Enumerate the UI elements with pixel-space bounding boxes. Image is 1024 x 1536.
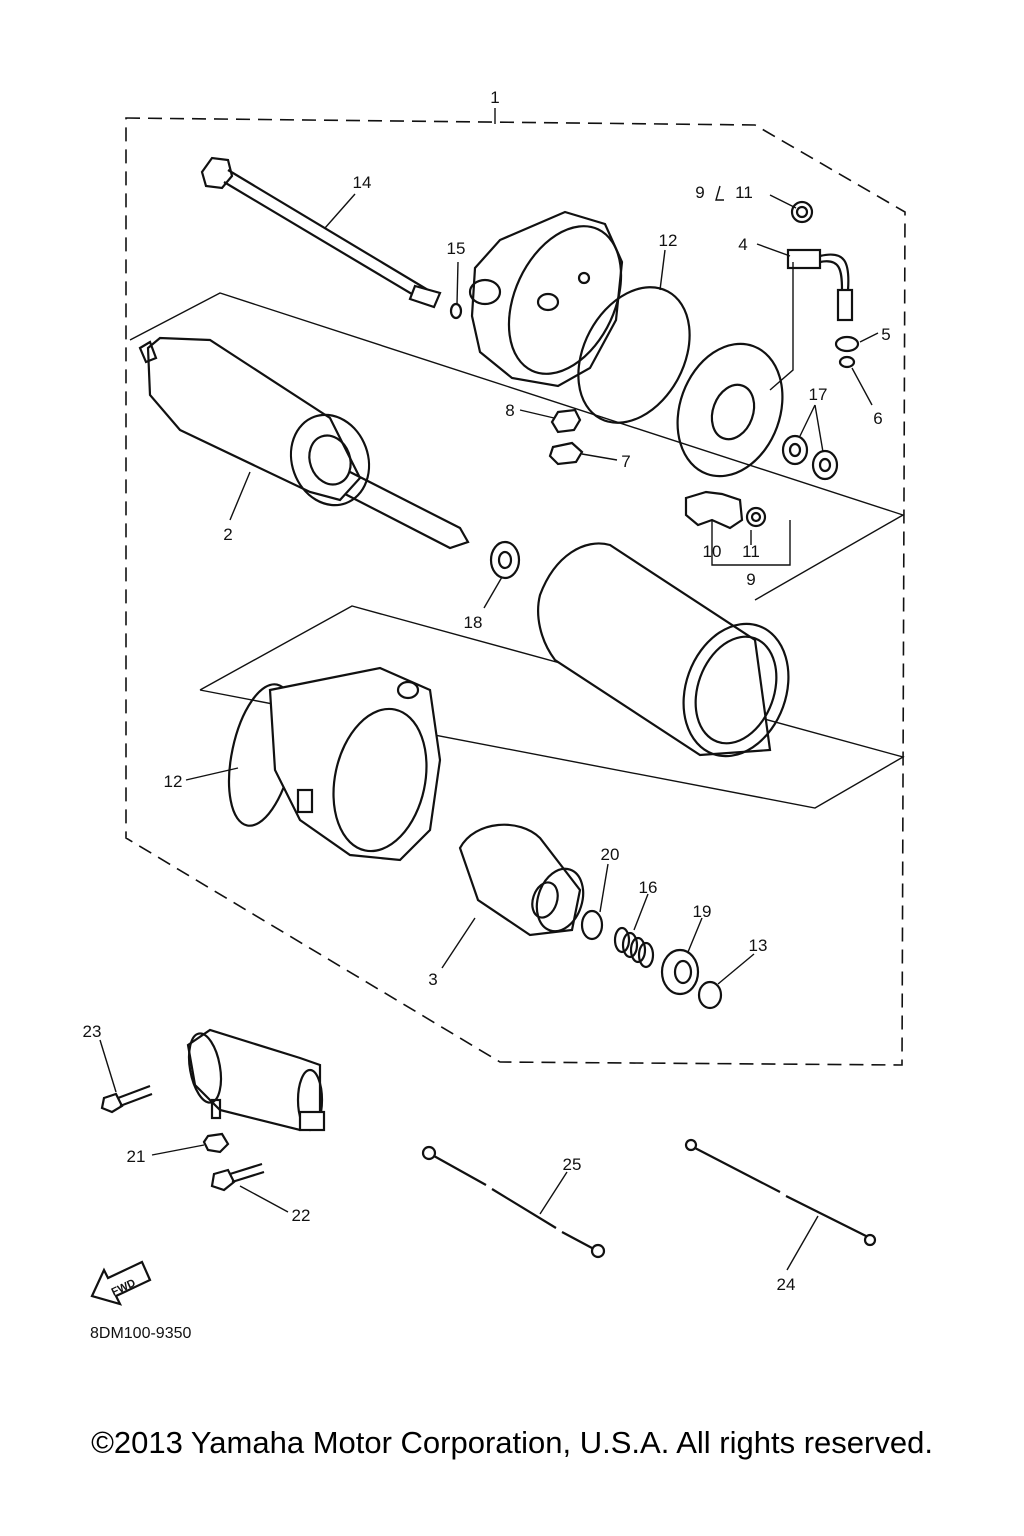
callout-8: 8 [505, 401, 514, 420]
starter-motor-assembly-view [186, 1028, 326, 1132]
assembly-boundary [125, 108, 906, 1066]
leader-lines [99, 185, 879, 1271]
callout-22: 22 [292, 1206, 311, 1225]
callout-24: 24 [777, 1275, 796, 1294]
part-15-o-ring [449, 302, 463, 320]
front-cover [227, 666, 442, 862]
callout-2: 2 [223, 525, 232, 544]
callout-12-upper: 12 [659, 231, 678, 250]
part-6-o-ring [838, 355, 856, 369]
callout-17: 17 [809, 385, 828, 404]
part-12-o-ring-upper [577, 286, 691, 424]
part-17-washers [781, 434, 839, 481]
callout-10: 10 [703, 542, 722, 561]
callout-9: 9 [746, 570, 755, 589]
part-22-bolt [210, 1162, 265, 1192]
part-18-washer [489, 540, 521, 580]
diagram-code: 8DM100-9350 [90, 1325, 192, 1342]
part-7-nut [548, 441, 584, 466]
callout-9-top: 9 [695, 183, 704, 202]
part-10-brush [684, 490, 744, 530]
callout-labels: 1 2 3 4 5 6 7 8 9 9 10 11 11 12 12 13 14… [83, 88, 891, 1294]
part-25-lead-wire [421, 1145, 606, 1259]
callout-15: 15 [447, 239, 466, 258]
reference-planes [129, 292, 905, 809]
part-19-collar [660, 948, 700, 996]
callout-19: 19 [693, 902, 712, 921]
callout-3: 3 [428, 970, 437, 989]
callout-13: 13 [749, 936, 768, 955]
callout-21: 21 [127, 1147, 146, 1166]
part-8-nut [550, 408, 582, 434]
part-23-bolt [100, 1084, 153, 1114]
callout-7: 7 [621, 452, 630, 471]
part-11-spring [745, 506, 767, 528]
callout-11-top: 11 [735, 183, 753, 202]
part-5-washer [834, 335, 860, 353]
part-24-lead-wire [684, 1138, 877, 1247]
callout-6: 6 [873, 409, 882, 428]
part-14-long-bolt [200, 156, 442, 309]
callout-1: 1 [490, 88, 499, 107]
callout-5: 5 [881, 325, 890, 344]
part-20-circlip [580, 909, 604, 941]
part-21-nut [202, 1132, 230, 1154]
part-16-spring [613, 926, 655, 969]
callout-14: 14 [353, 173, 372, 192]
callout-16: 16 [639, 878, 658, 897]
yoke-housing [537, 542, 790, 758]
callout-23: 23 [83, 1022, 102, 1041]
part-13-circlip [697, 980, 723, 1010]
part-11-spring-top [790, 200, 814, 224]
part-3-pinion-clutch [458, 823, 585, 937]
callout-20: 20 [601, 845, 620, 864]
callout-11: 11 [742, 542, 760, 561]
callout-18: 18 [464, 613, 483, 632]
callout-4: 4 [738, 235, 747, 254]
forward-arrow-icon: FWD [90, 1260, 152, 1306]
copyright-notice: ©2013 Yamaha Motor Corporation, U.S.A. A… [91, 1425, 933, 1460]
part-2-armature [138, 336, 470, 550]
part-4-terminal-lead [786, 248, 854, 322]
callout-25: 25 [563, 1155, 582, 1174]
callout-12-lower: 12 [164, 772, 183, 791]
brush-plate [676, 342, 784, 478]
